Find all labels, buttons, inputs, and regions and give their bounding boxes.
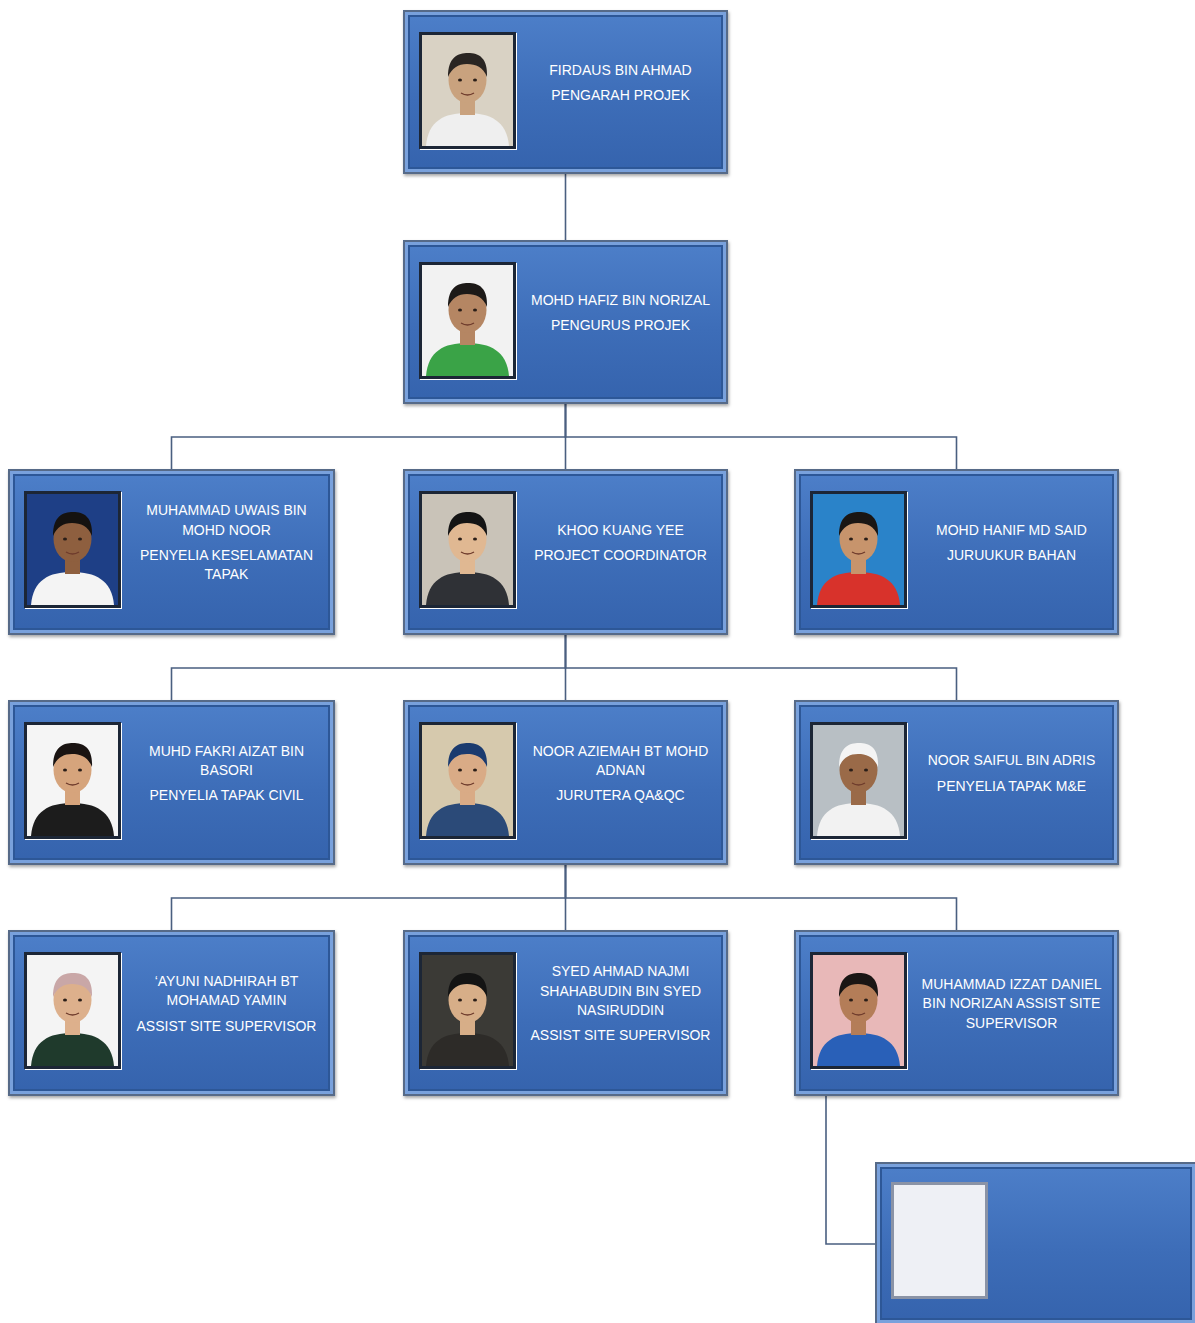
job-title: PROJECT COORDINATOR (534, 546, 707, 565)
portrait-photo (422, 725, 513, 836)
text-area: SYED AHMAD NAJMI SHAHABUDIN BIN SYED NAS… (521, 944, 720, 1082)
text-area: FIRDAUS BIN AHMAD PENGARAH PROJEK (521, 24, 720, 160)
person-name: MOHD HANIF MD SAID (936, 521, 1087, 540)
person-name: NOOR AZIEMAH BT MOHD ADNAN (521, 742, 720, 781)
portrait-photo (422, 494, 513, 605)
job-title: ASSIST SITE SUPERVISOR (137, 1017, 317, 1036)
person-box: SYED AHMAD NAJMI SHAHABUDIN BIN SYED NAS… (403, 930, 728, 1096)
person-box: MUHD FAKRI AIZAT BIN BASORI PENYELIA TAPA… (8, 700, 335, 865)
photo-frame (419, 491, 516, 608)
photo-frame (24, 722, 121, 839)
text-area: NOOR SAIFUL BIN ADRIS PENYELIA TAPAK M&E (912, 714, 1111, 851)
org-connector (172, 635, 566, 700)
text-area: KHOO KUANG YEE PROJECT COORDINATOR (521, 483, 720, 621)
text-area: MUHD FAKRI AIZAT BIN BASORI PENYELIA TAPA… (126, 714, 327, 851)
job-title: PENYELIA TAPAK CIVIL (149, 786, 303, 805)
person-box: FIRDAUS BIN AHMAD PENGARAH PROJEK (403, 10, 728, 174)
job-title: JURUTERA QA&QC (556, 786, 684, 805)
person-name: KHOO KUANG YEE (557, 521, 684, 540)
person-name: SYED AHMAD NAJMI SHAHABUDIN BIN SYED NAS… (521, 962, 720, 1020)
org-connector (566, 635, 957, 700)
photo-frame (24, 952, 121, 1069)
person-name: MUHD FAKRI AIZAT BIN BASORI (126, 742, 327, 781)
photo-frame (810, 952, 907, 1069)
org-connector (172, 404, 566, 469)
empty-photo-frame (891, 1182, 988, 1299)
portrait-photo (813, 725, 904, 836)
job-title: PENYELIA TAPAK M&E (937, 777, 1086, 796)
org-connector (566, 865, 957, 930)
text-area: MUHAMMAD IZZAT DANIEL BIN NORIZAN ASSIST… (912, 944, 1111, 1082)
portrait-photo (422, 265, 513, 376)
portrait-photo (27, 725, 118, 836)
text-area: ‘AYUNI NADHIRAH BT MOHAMAD YAMIN ASSIST S… (126, 944, 327, 1082)
person-box: MUHAMMAD IZZAT DANIEL BIN NORIZAN ASSIST… (794, 930, 1119, 1096)
person-box: MOHD HANIF MD SAID JURUUKUR BAHAN (794, 469, 1119, 635)
org-connector (172, 865, 566, 930)
person-box: NOOR AZIEMAH BT MOHD ADNAN JURUTERA QA&QC (403, 700, 728, 865)
person-box: NOOR SAIFUL BIN ADRIS PENYELIA TAPAK M&E (794, 700, 1119, 865)
portrait-photo (813, 494, 904, 605)
person-name: MUHAMMAD UWAIS BIN MOHD NOOR (126, 501, 327, 540)
person-box: KHOO KUANG YEE PROJECT COORDINATOR (403, 469, 728, 635)
person-box: MUHAMMAD UWAIS BIN MOHD NOOR PENYELIA KES… (8, 469, 335, 635)
portrait-photo (27, 494, 118, 605)
person-name: ‘AYUNI NADHIRAH BT MOHAMAD YAMIN (126, 972, 327, 1011)
person-name: NOOR SAIFUL BIN ADRIS (928, 751, 1096, 770)
text-area: MOHD HAFIZ BIN NORIZAL PENGURUS PROJEK (521, 254, 720, 390)
job-title: PENGARAH PROJEK (551, 86, 689, 105)
person-name: MUHAMMAD IZZAT DANIEL BIN NORIZAN ASSIST… (912, 975, 1111, 1033)
portrait-photo (422, 35, 513, 146)
empty-box (875, 1162, 1195, 1323)
job-title: JURUUKUR BAHAN (947, 546, 1076, 565)
photo-frame (419, 262, 516, 379)
person-name: MOHD HAFIZ BIN NORIZAL (531, 291, 710, 310)
leader-line (826, 1095, 875, 1244)
job-title: PENYELIA KESELAMATAN TAPAK (126, 546, 327, 585)
text-area: NOOR AZIEMAH BT MOHD ADNAN JURUTERA QA&QC (521, 714, 720, 851)
job-title: PENGURUS PROJEK (551, 316, 690, 335)
photo-frame (419, 32, 516, 149)
person-box: MOHD HAFIZ BIN NORIZAL PENGURUS PROJEK (403, 240, 728, 404)
text-area: MUHAMMAD UWAIS BIN MOHD NOOR PENYELIA KES… (126, 483, 327, 621)
portrait-photo (27, 955, 118, 1066)
portrait-photo (422, 955, 513, 1066)
photo-frame (810, 491, 907, 608)
text-area: MOHD HANIF MD SAID JURUUKUR BAHAN (912, 483, 1111, 621)
person-box: ‘AYUNI NADHIRAH BT MOHAMAD YAMIN ASSIST S… (8, 930, 335, 1096)
person-name: FIRDAUS BIN AHMAD (549, 61, 691, 80)
job-title: ASSIST SITE SUPERVISOR (531, 1026, 711, 1045)
photo-frame (24, 491, 121, 608)
org-connector (566, 404, 957, 469)
photo-frame (810, 722, 907, 839)
org-connector (565, 174, 567, 240)
portrait-photo (813, 955, 904, 1066)
photo-frame (419, 722, 516, 839)
photo-frame (419, 952, 516, 1069)
